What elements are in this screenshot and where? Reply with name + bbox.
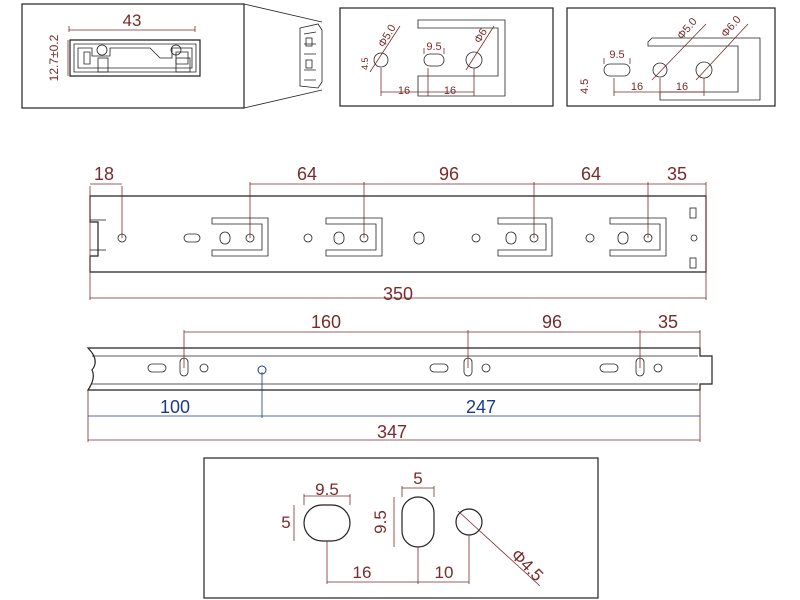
inner-rail-view: 160 96 35 100 247 347 (86, 312, 713, 442)
detail-right-spacing-b: 16 (676, 81, 688, 93)
outer-offset-35: 35 (667, 164, 687, 184)
slot-h-height: 5 (281, 513, 290, 532)
outer-rail-outline (89, 195, 707, 273)
hole-spacing-a: 16 (353, 563, 372, 582)
outer-overall-length: 350 (383, 284, 413, 304)
inner-rail-outline (86, 347, 713, 391)
profile-view-panel: 43 12.7±0.2 (21, 3, 323, 109)
hole-detail-panel: 9.5 5 5 9.5 16 10 Φ4.5 (203, 457, 599, 599)
outer-offset-64a: 64 (297, 164, 317, 184)
detail-right-slot-width: 9.5 (609, 49, 624, 61)
outer-offset-96: 96 (439, 164, 459, 184)
detail-right-dia-large: Φ6.0 (719, 14, 744, 40)
slot-h-width: 9.5 (315, 480, 339, 499)
outer-offset-18: 18 (94, 164, 114, 184)
detail-left-dia-large: Φ6 (472, 27, 490, 46)
inner-overall-length: 347 (377, 422, 407, 442)
slot-v-width: 5 (413, 469, 422, 488)
detail-right-frame (566, 7, 776, 107)
detail-right-hole-large (695, 61, 713, 79)
rail-side-view (299, 23, 323, 89)
inner-offset-35: 35 (658, 312, 678, 332)
inner-offset-96: 96 (542, 312, 562, 332)
profile-frame (21, 3, 245, 109)
detail-right-hole-small (652, 62, 668, 78)
detail-left-bracket (417, 19, 506, 97)
outer-hole (117, 233, 127, 243)
detail-left-slot (423, 53, 445, 67)
detail-right-slot (603, 63, 631, 77)
profile-height-dim: 12.7±0.2 (47, 34, 61, 81)
hole-detail-frame (203, 457, 599, 599)
profile-outline (69, 39, 201, 77)
inner-remaining-length: 247 (466, 397, 496, 417)
inner-mount-hole (257, 365, 267, 375)
detail-left-slot-width: 9.5 (426, 41, 441, 53)
detail-left-panel: Φ5.0 Φ6 9.5 4.5 16 16 (339, 7, 554, 107)
detail-left-spacing-b: 16 (444, 85, 456, 97)
inner-hole-position: 100 (160, 397, 190, 417)
outer-offset-64b: 64 (581, 164, 601, 184)
hole-diameter: Φ4.5 (507, 545, 547, 585)
slot-v-height: 9.5 (371, 510, 390, 534)
detail-left-slot-height: 4.5 (360, 57, 370, 70)
hole-spacing-b: 10 (435, 563, 454, 582)
detail-right-spacing-a: 16 (631, 81, 643, 93)
detail-right-slot-height: 4.5 (579, 79, 591, 94)
detail-left-hole-small (373, 52, 389, 68)
profile-width-dim: 43 (123, 11, 142, 30)
outer-rail-view: 18 64 96 64 35 350 (89, 164, 707, 304)
detail-left-spacing-a: 16 (398, 85, 410, 97)
detail-left-frame (339, 7, 554, 107)
hole-detail-slot-vertical (401, 496, 435, 548)
hole-detail-slot-horizontal (303, 504, 351, 542)
inner-offset-160: 160 (311, 312, 341, 332)
detail-left-dia-small: Φ5.0 (376, 23, 398, 50)
detail-right-panel: Φ5.0 Φ6.0 9.5 4.5 16 16 (566, 7, 776, 107)
